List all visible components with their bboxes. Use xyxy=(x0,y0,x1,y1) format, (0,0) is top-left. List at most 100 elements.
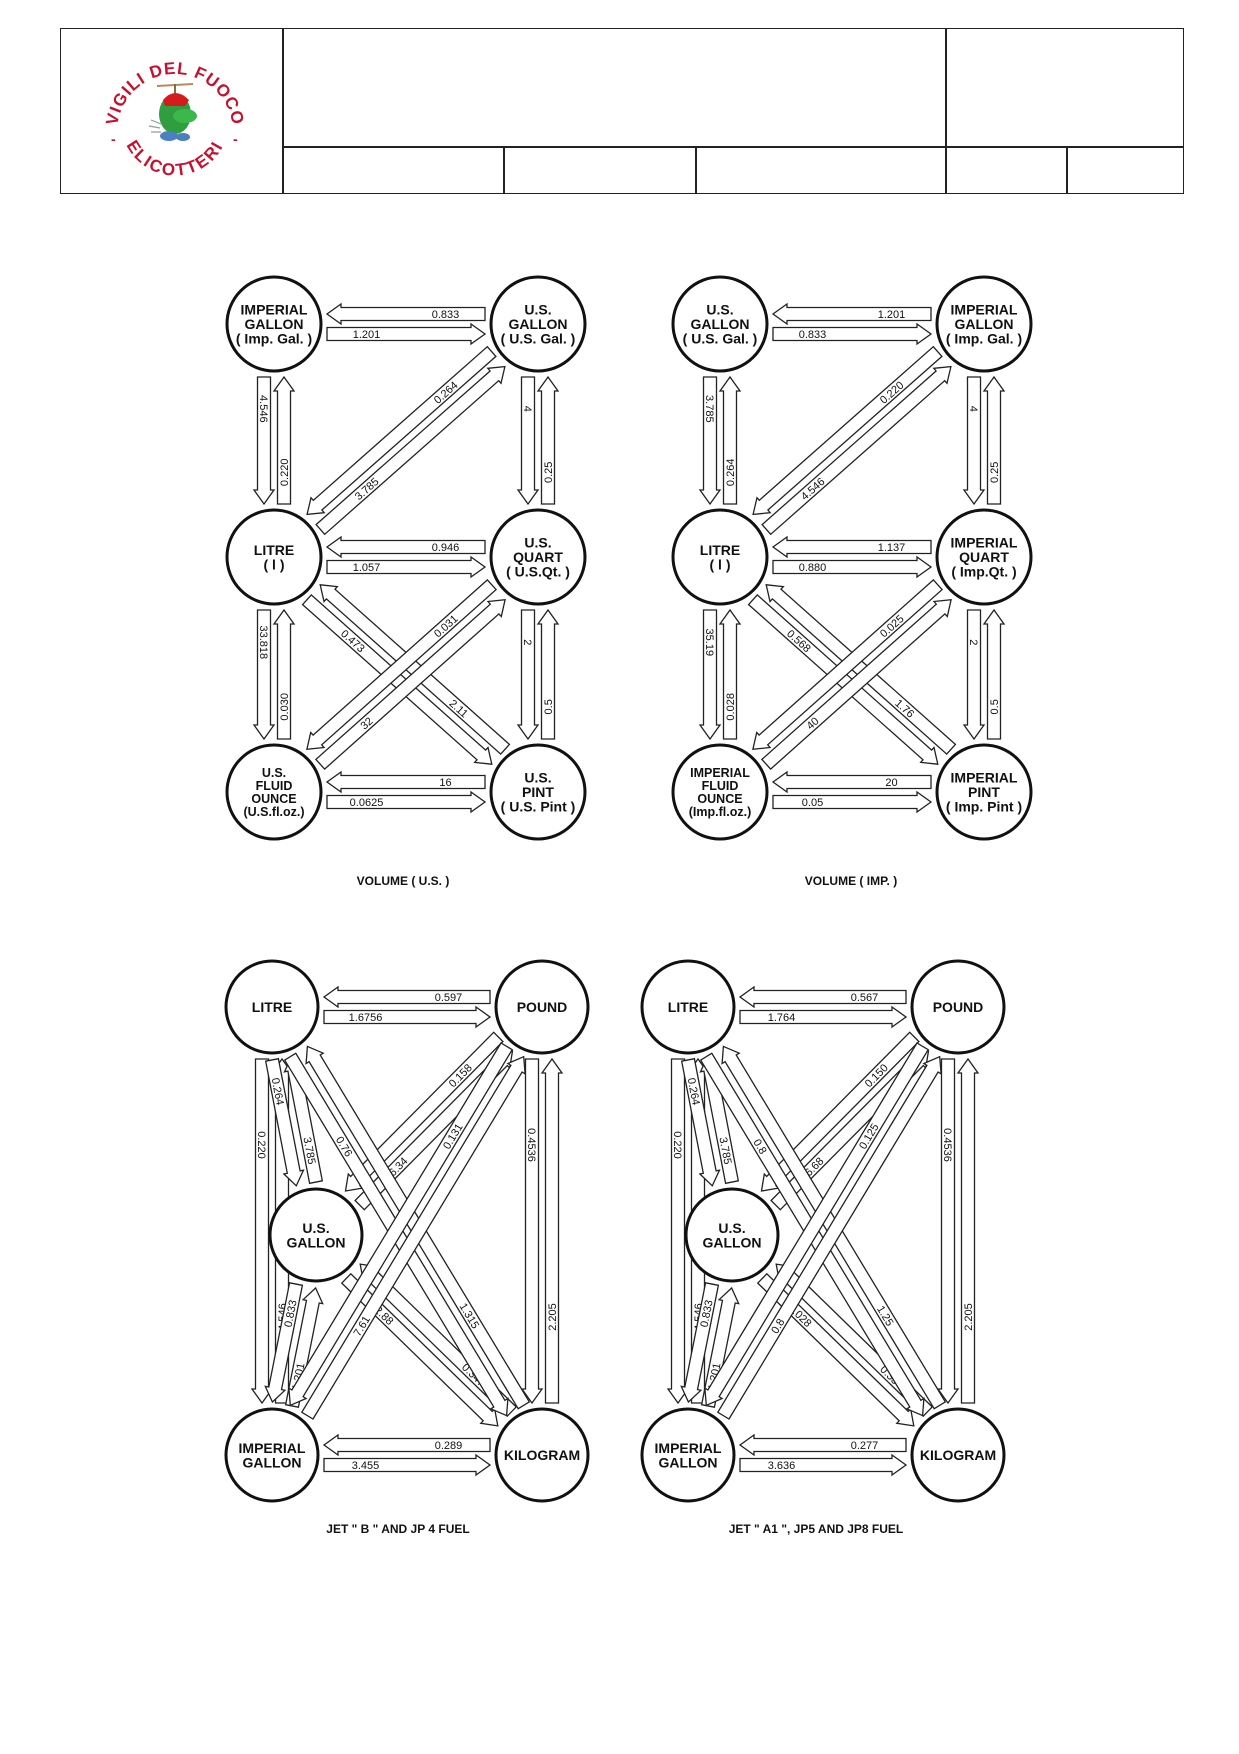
conversion-factor-label: 0.220 xyxy=(255,1131,267,1159)
unit-node-label: IMPERIAL xyxy=(241,302,308,318)
conversion-factor-label: 35.19 xyxy=(703,629,715,657)
conversion-arrow-4 xyxy=(761,365,952,536)
conversion-factor-label: 0.25 xyxy=(989,462,1001,483)
conversion-arrow-3 xyxy=(272,375,296,505)
conversion-factor-label: 0.0625 xyxy=(350,797,384,809)
svg-text:-: - xyxy=(233,131,238,147)
conversion-arrow-1 xyxy=(771,302,932,326)
conversion-arrow-19 xyxy=(325,770,486,794)
conversion-arrow-11 xyxy=(718,608,742,740)
conversion-arrow-9 xyxy=(771,535,932,559)
jet-b-conversion-diagram: 1.67560.5973.4550.2894.5460.2200.2643.78… xyxy=(224,959,590,1503)
header-divider-horizontal xyxy=(282,146,1184,148)
conversion-factor-label: 1.201 xyxy=(353,329,381,341)
unit-node-bl xyxy=(225,743,323,841)
conversion-factor-label: 0.880 xyxy=(799,562,827,574)
conversion-arrow-6 xyxy=(962,376,986,506)
unit-node-label: LITRE xyxy=(252,999,292,1015)
conversion-arrow-14 xyxy=(760,598,952,771)
unit-node-label: QUART xyxy=(959,549,1009,565)
conversion-arrow-6 xyxy=(516,376,540,506)
conversion-arrow-16 xyxy=(962,609,986,741)
conversion-arrow-0 xyxy=(326,322,487,346)
conversion-factor-label: 1.6756 xyxy=(349,1012,383,1024)
conversion-factor-label: 3.785 xyxy=(703,395,715,423)
unit-node-label: GALLON xyxy=(508,316,567,332)
conversion-arrow-1 xyxy=(322,985,491,1009)
unit-node-label: IMPERIAL xyxy=(690,766,750,780)
conversion-arrow-15 xyxy=(306,578,498,751)
unit-node-label: GALLON xyxy=(658,1454,717,1470)
unit-node-label: U.S. xyxy=(262,766,286,780)
unit-node-label: IMPERIAL xyxy=(655,1440,722,1456)
conversion-arrow-12 xyxy=(765,584,957,756)
conversion-arrow-8 xyxy=(772,555,933,579)
unit-node-label: PINT xyxy=(968,784,1000,800)
conversion-arrow-9 xyxy=(700,1286,740,1408)
conversion-factor-label: 2 xyxy=(521,639,533,645)
header-divider-vertical-2 xyxy=(945,29,947,193)
unit-node-label: U.S. xyxy=(718,1220,745,1236)
unit-node-label: IMPERIAL xyxy=(951,302,1018,318)
unit-node-label: IMPERIAL xyxy=(951,770,1018,786)
unit-node-label: POUND xyxy=(933,999,984,1015)
conversion-factor-label: 0.567 xyxy=(851,992,879,1004)
conversion-factor-label: 20 xyxy=(885,777,897,789)
conversion-arrow-0 xyxy=(772,322,933,346)
unit-node-label: GALLON xyxy=(242,1454,301,1470)
conversion-arrow-13 xyxy=(760,1031,920,1192)
unit-node-label: U.S. xyxy=(524,302,551,318)
conversion-factor-label: 2.205 xyxy=(547,1303,559,1331)
conversion-arrow-8 xyxy=(680,1282,720,1404)
unit-node-label: ( U.S. Gal. ) xyxy=(683,331,758,347)
unit-node-tr xyxy=(935,275,1033,373)
unit-node-label: QUART xyxy=(513,549,563,565)
conversion-arrow-18 xyxy=(772,790,933,814)
conversion-arrow-13 xyxy=(344,1031,504,1192)
unit-node-label: IMPERIAL xyxy=(239,1440,306,1456)
conversion-arrow-19 xyxy=(771,770,932,794)
unit-node-label: ( Imp. Gal. ) xyxy=(236,331,312,347)
unit-node-mr xyxy=(935,508,1033,606)
svg-text:ELICOTTERI: ELICOTTERI xyxy=(123,137,228,180)
conversion-factor-label: 0.833 xyxy=(282,1299,299,1328)
unit-node-P xyxy=(494,959,590,1055)
conversion-arrow-2 xyxy=(252,376,276,506)
volume-us-conversion-diagram: 1.2010.8334.5460.2203.7850.26440.251.057… xyxy=(225,275,587,841)
header-divider-vertical-3 xyxy=(503,146,505,193)
conversion-factor-label: 0.028 xyxy=(725,693,737,721)
conversion-arrow-6 xyxy=(680,1057,721,1187)
conversion-factor-label: 16 xyxy=(439,777,451,789)
conversion-arrow-19 xyxy=(288,1042,514,1407)
edges-group: 1.67560.5973.4550.2894.5460.2200.2643.78… xyxy=(250,985,564,1477)
conversion-arrow-10 xyxy=(520,1058,544,1405)
unit-node-mr xyxy=(489,508,587,606)
unit-node-br xyxy=(489,743,587,841)
header-divider-vertical-1 xyxy=(282,29,284,193)
unit-node-label: ( Imp. Pint ) xyxy=(946,799,1022,815)
conversion-arrow-9 xyxy=(325,535,486,559)
unit-node-I xyxy=(224,1407,320,1503)
conversion-arrow-12 xyxy=(319,584,511,756)
caption-jet-b: JET " B " AND JP 4 FUEL xyxy=(326,1522,470,1536)
conversion-factor-label: 0.946 xyxy=(432,542,460,554)
unit-node-ml xyxy=(671,508,769,606)
conversion-arrow-2 xyxy=(698,376,722,506)
unit-node-label: POUND xyxy=(517,999,568,1015)
unit-node-br xyxy=(935,743,1033,841)
unit-node-tl xyxy=(671,275,769,373)
edges-group: 1.2010.8334.5460.2203.7850.26440.251.057… xyxy=(252,302,560,814)
conversion-arrow-2 xyxy=(323,1453,492,1477)
unit-node-L xyxy=(224,959,320,1055)
unit-node-label: U.S. xyxy=(524,770,551,786)
conversion-arrow-18 xyxy=(326,790,487,814)
conversion-factor-label: 0.833 xyxy=(799,329,827,341)
conversion-factor-label: 0.264 xyxy=(725,459,737,487)
conversion-factor-label: 0.4536 xyxy=(941,1128,953,1162)
conversion-arrow-3 xyxy=(718,375,742,505)
conversion-arrow-5 xyxy=(752,345,943,516)
conversion-factor-label: 3.636 xyxy=(768,1460,796,1472)
unit-node-I xyxy=(640,1407,736,1503)
